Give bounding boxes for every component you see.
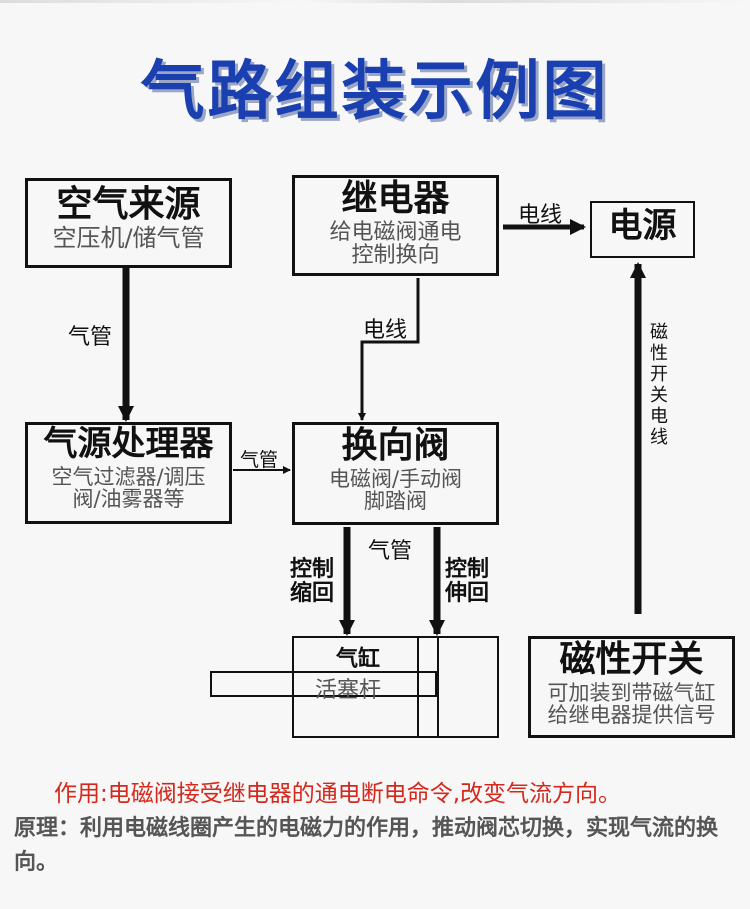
edge-label-sensor-power: 磁性开关电线 — [650, 322, 668, 448]
page-title: 气路组装示例图 — [140, 55, 610, 129]
edge-label-relay-valve: 电线 — [363, 318, 408, 343]
arrow-relay-to-valve — [358, 278, 420, 421]
node-sensor-sub-1: 可加装到带磁气缸 — [547, 680, 716, 705]
edge-label-relay-power: 电线 — [518, 203, 563, 228]
retract-line-2: 缩回 — [290, 581, 335, 606]
edge-label-valve-cylinder: 气管 — [368, 539, 413, 564]
edge-label-extend: 控制 伸回 — [445, 558, 489, 606]
node-cylinder-title: 气缸 — [335, 647, 380, 672]
node-relay-title: 继电器 — [341, 178, 450, 219]
node-valve: 换向阀 电磁阀/手动阀 脚踏阀 — [292, 422, 499, 525]
piston-rod — [210, 671, 437, 697]
node-relay-sub-2: 控制换向 — [351, 242, 440, 268]
node-air-source: 空气来源 空压机/储气管 — [25, 178, 232, 268]
node-valve-sub-2: 脚踏阀 — [364, 488, 427, 513]
edge-label-retract: 控制 缩回 — [290, 558, 334, 606]
node-relay-sub-1: 给电磁阀通电 — [329, 219, 462, 245]
principle-note: 原理：利用电磁线圈产生的电磁力的作用，推动阀芯切换，实现气流的换向。 — [14, 816, 719, 875]
function-note: 作用:电磁阀接受继电器的通电断电命令,改变气流方向。 — [54, 781, 622, 807]
node-air-source-title: 空气来源 — [56, 184, 201, 225]
node-air-source-sub: 空压机/储气管 — [52, 223, 205, 252]
edge-label-source-treatment: 气管 — [68, 325, 113, 350]
node-relay: 继电器 给电磁阀通电 控制换向 — [292, 175, 499, 276]
node-valve-sub-1: 电磁阀/手动阀 — [328, 466, 463, 491]
node-treatment: 气源处理器 空气过滤器/调压 阀/油雾器等 — [25, 422, 232, 524]
node-valve-title: 换向阀 — [341, 425, 450, 466]
node-sensor-sub-2: 给继电器提供信号 — [547, 702, 716, 727]
node-sensor-title: 磁性开关 — [559, 639, 704, 680]
extend-line-1: 控制 — [445, 557, 490, 582]
retract-line-1: 控制 — [290, 557, 335, 582]
node-sensor: 磁性开关 可加装到带磁气缸 给继电器提供信号 — [528, 636, 735, 738]
node-treatment-title: 气源处理器 — [43, 424, 214, 464]
cylinder-piston-line-2 — [437, 637, 439, 737]
top-divider — [0, 0, 750, 3]
cylinder-piston-line-1 — [417, 637, 419, 737]
node-treatment-sub-2: 阀/油雾器等 — [72, 486, 185, 511]
edge-label-treatment-valve: 气管 — [240, 449, 279, 471]
node-power-title: 电源 — [608, 206, 677, 246]
node-treatment-sub-1: 空气过滤器/调压 — [51, 464, 206, 489]
extend-line-2: 伸回 — [445, 581, 490, 606]
node-power: 电源 — [590, 201, 695, 258]
piston-rod-label: 活塞杆 — [315, 678, 382, 703]
node-cylinder — [292, 636, 499, 738]
